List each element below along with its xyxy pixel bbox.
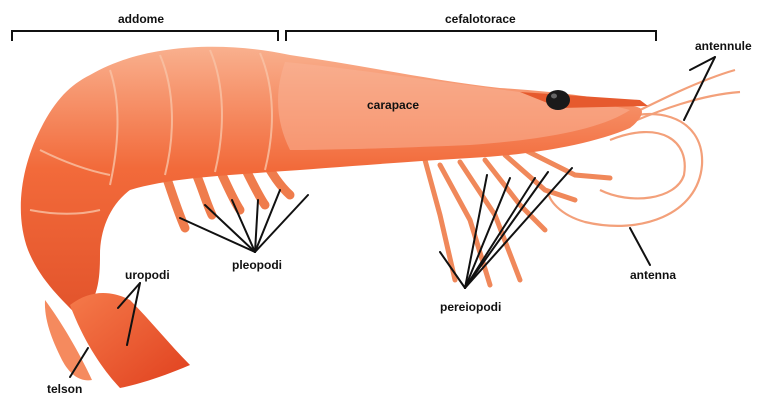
carapace-label: carapace: [367, 98, 419, 112]
antenna-flagella: [548, 70, 740, 226]
eye-icon: [546, 90, 570, 110]
addome-bracket: [12, 31, 278, 41]
uropodi-label: uropodi: [125, 268, 170, 282]
pereiopodi-legs: [425, 150, 610, 285]
pereiopodi-label: pereiopodi: [440, 300, 501, 314]
pleopodi-label: pleopodi: [232, 258, 282, 272]
addome-label: addome: [118, 12, 164, 26]
antennule-label: antennule: [695, 39, 752, 53]
antenna-label: antenna: [630, 268, 676, 282]
cefalotorace-bracket: [286, 31, 656, 41]
cefalotorace-label: cefalotorace: [445, 12, 516, 26]
